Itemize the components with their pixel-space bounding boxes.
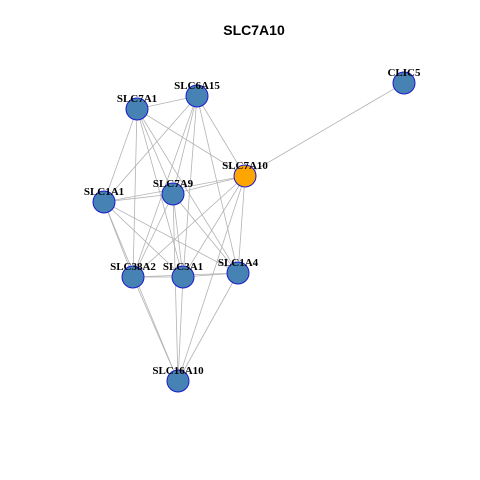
node-label-slc7a9: SLC7A9 (153, 178, 194, 190)
node-label-slc1a4: SLC1A4 (218, 257, 259, 269)
edge-slc1a4-slc16a10 (177, 272, 239, 382)
edge-slc3a1-slc16a10 (177, 276, 184, 382)
edge-slc1a1-slc3a1 (103, 201, 184, 278)
edge-slc6a15-slc7a10 (196, 95, 246, 177)
node-slc1a1[interactable] (92, 190, 116, 214)
edge-slc7a9-slc1a4 (172, 193, 239, 274)
node-clic5[interactable] (392, 71, 416, 95)
edge-slc1a1-slc7a9 (103, 193, 174, 203)
edge-slc7a10-slc16a10 (177, 175, 246, 382)
edge-slc38a2-slc16a10 (132, 276, 179, 382)
node-label-slc38a2: SLC38A2 (110, 261, 156, 273)
node-slc7a9[interactable] (161, 182, 185, 206)
node-layer (92, 71, 416, 393)
node-label-slc7a10: SLC7A10 (222, 160, 268, 172)
edge-slc7a9-slc38a2 (132, 193, 174, 278)
edge-slc6a15-slc7a9 (172, 95, 198, 195)
node-label-slc6a15: SLC6A15 (174, 80, 220, 92)
edge-slc6a15-slc1a4 (196, 95, 239, 274)
edge-slc7a1-slc3a1 (136, 108, 184, 278)
node-label-slc7a1: SLC7A1 (117, 93, 157, 105)
node-slc38a2[interactable] (121, 265, 145, 289)
node-label-slc3a1: SLC3A1 (163, 261, 203, 273)
edge-slc7a10-slc3a1 (182, 175, 246, 278)
node-slc6a15[interactable] (185, 84, 209, 108)
node-slc1a4[interactable] (226, 261, 250, 285)
edge-slc1a1-slc16a10 (103, 201, 179, 382)
edge-slc7a1-slc7a10 (136, 108, 246, 177)
edge-slc7a1-slc1a1 (103, 108, 138, 203)
diagram-title: SLC7A10 (223, 22, 285, 38)
node-slc16a10[interactable] (166, 369, 190, 393)
node-label-slc1a1: SLC1A1 (84, 186, 124, 198)
node-label-clic5: CLIC5 (387, 67, 421, 79)
edge-slc6a15-slc1a1 (103, 95, 198, 203)
node-slc7a1[interactable] (125, 97, 149, 121)
node-slc7a10[interactable] (233, 164, 257, 188)
edge-slc1a1-slc1a4 (103, 201, 239, 274)
edge-slc7a1-slc1a4 (136, 108, 239, 274)
edge-slc7a10-slc38a2 (132, 175, 246, 278)
edge-slc7a10-slc1a4 (237, 175, 246, 274)
edge-slc7a10-slc7a9 (172, 175, 246, 195)
node-label-slc16a10: SLC16A10 (152, 365, 204, 377)
edge-slc7a9-slc3a1 (172, 193, 184, 278)
edge-clic5-slc7a10 (244, 82, 405, 177)
node-slc3a1[interactable] (171, 265, 195, 289)
edge-slc7a1-slc38a2 (132, 108, 138, 278)
edge-slc7a9-slc16a10 (172, 193, 179, 382)
edge-layer (103, 82, 405, 382)
